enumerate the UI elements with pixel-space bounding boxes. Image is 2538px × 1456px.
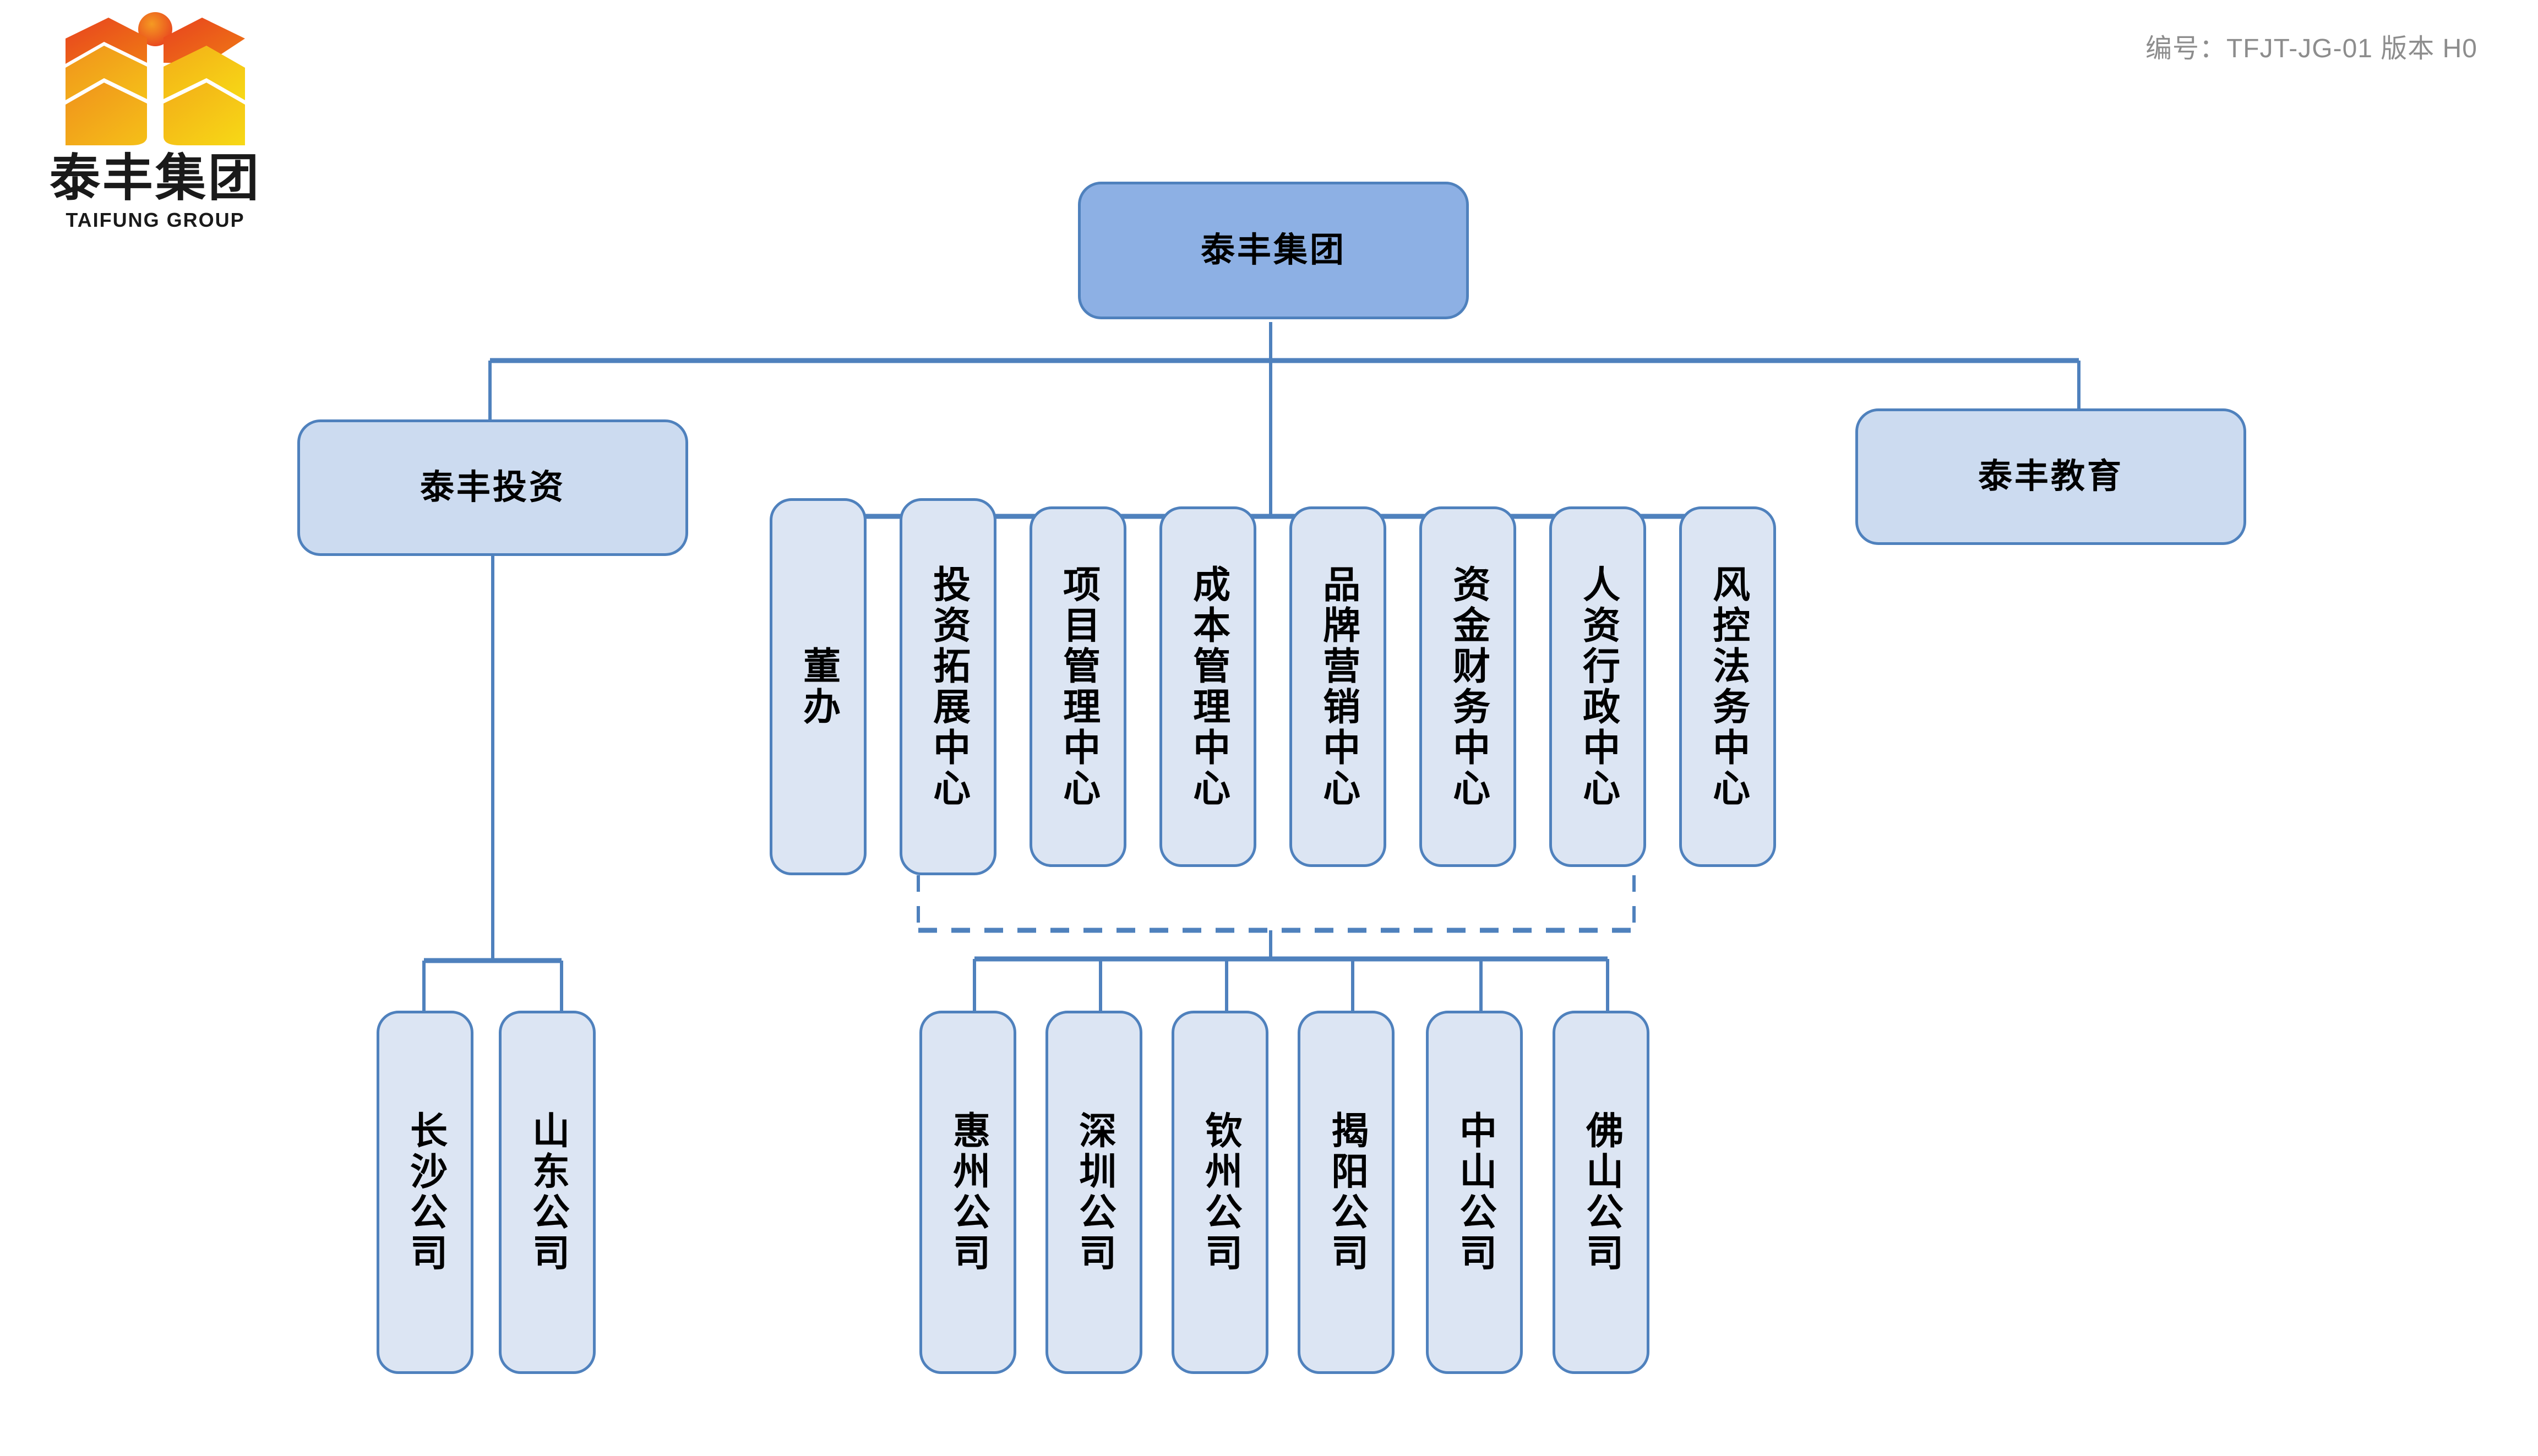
org-node-company-huizhou[interactable]: 惠州公司 [919, 1011, 1016, 1374]
org-node-root[interactable]: 泰丰集团 [1078, 182, 1469, 319]
org-node-company-qinzhou[interactable]: 钦州公司 [1172, 1011, 1268, 1374]
org-node-label: 项目管理中心 [1057, 564, 1099, 809]
org-node-company-shandong[interactable]: 山东公司 [499, 1011, 596, 1374]
org-node-dept-finance[interactable]: 资金财务中心 [1419, 506, 1516, 867]
company-logo: 泰丰集团 TAIFUNG GROUP [40, 11, 271, 232]
org-node-dept-investment-expansion[interactable]: 投资拓展中心 [900, 498, 996, 875]
org-node-label: 惠州公司 [947, 1111, 989, 1274]
org-node-label: 成本管理中心 [1187, 564, 1229, 809]
org-node-label: 资金财务中心 [1447, 564, 1489, 809]
org-node-label: 揭阳公司 [1325, 1111, 1368, 1274]
org-node-dept-risk-legal[interactable]: 风控法务中心 [1679, 506, 1776, 867]
org-node-label: 人资行政中心 [1577, 564, 1619, 809]
org-node-company-changsha[interactable]: 长沙公司 [377, 1011, 473, 1374]
org-node-taifeng-education[interactable]: 泰丰教育 [1855, 408, 2246, 545]
org-node-label: 山东公司 [526, 1111, 569, 1274]
org-node-label: 风控法务中心 [1707, 564, 1749, 809]
org-node-dept-cost-management[interactable]: 成本管理中心 [1159, 506, 1256, 867]
org-node-dept-hr-admin[interactable]: 人资行政中心 [1549, 506, 1646, 867]
org-node-taifeng-investment[interactable]: 泰丰投资 [297, 419, 688, 556]
org-node-label: 深圳公司 [1073, 1111, 1115, 1274]
org-node-label: 泰丰教育 [1978, 457, 2123, 496]
org-node-label: 佛山公司 [1580, 1111, 1622, 1274]
org-node-company-jieyang[interactable]: 揭阳公司 [1298, 1011, 1395, 1374]
org-node-label: 长沙公司 [404, 1111, 446, 1274]
document-code-label: 编号：TFJT-JG-01 版本 H0 [2145, 34, 2477, 63]
org-node-label: 董办 [797, 646, 840, 728]
org-node-root-label: 泰丰集团 [1200, 231, 1346, 270]
org-node-label: 钦州公司 [1199, 1111, 1241, 1274]
org-node-company-foshan[interactable]: 佛山公司 [1553, 1011, 1649, 1374]
org-node-dept-project-management[interactable]: 项目管理中心 [1030, 506, 1126, 867]
org-node-company-shenzhen[interactable]: 深圳公司 [1045, 1011, 1142, 1374]
org-node-dept-dongban[interactable]: 董办 [770, 498, 867, 875]
org-node-label: 中山公司 [1453, 1111, 1496, 1274]
logo-name-cn: 泰丰集团 [49, 150, 261, 206]
org-node-label: 品牌营销中心 [1317, 564, 1359, 809]
logo-name-en: TAIFUNG GROUP [66, 208, 245, 231]
org-node-label: 投资拓展中心 [927, 564, 970, 809]
org-node-company-zhongshan[interactable]: 中山公司 [1426, 1011, 1523, 1374]
org-node-label: 泰丰投资 [420, 468, 565, 507]
wheat-sheaf-logo-icon [64, 11, 246, 149]
org-node-dept-brand-marketing[interactable]: 品牌营销中心 [1289, 506, 1386, 867]
